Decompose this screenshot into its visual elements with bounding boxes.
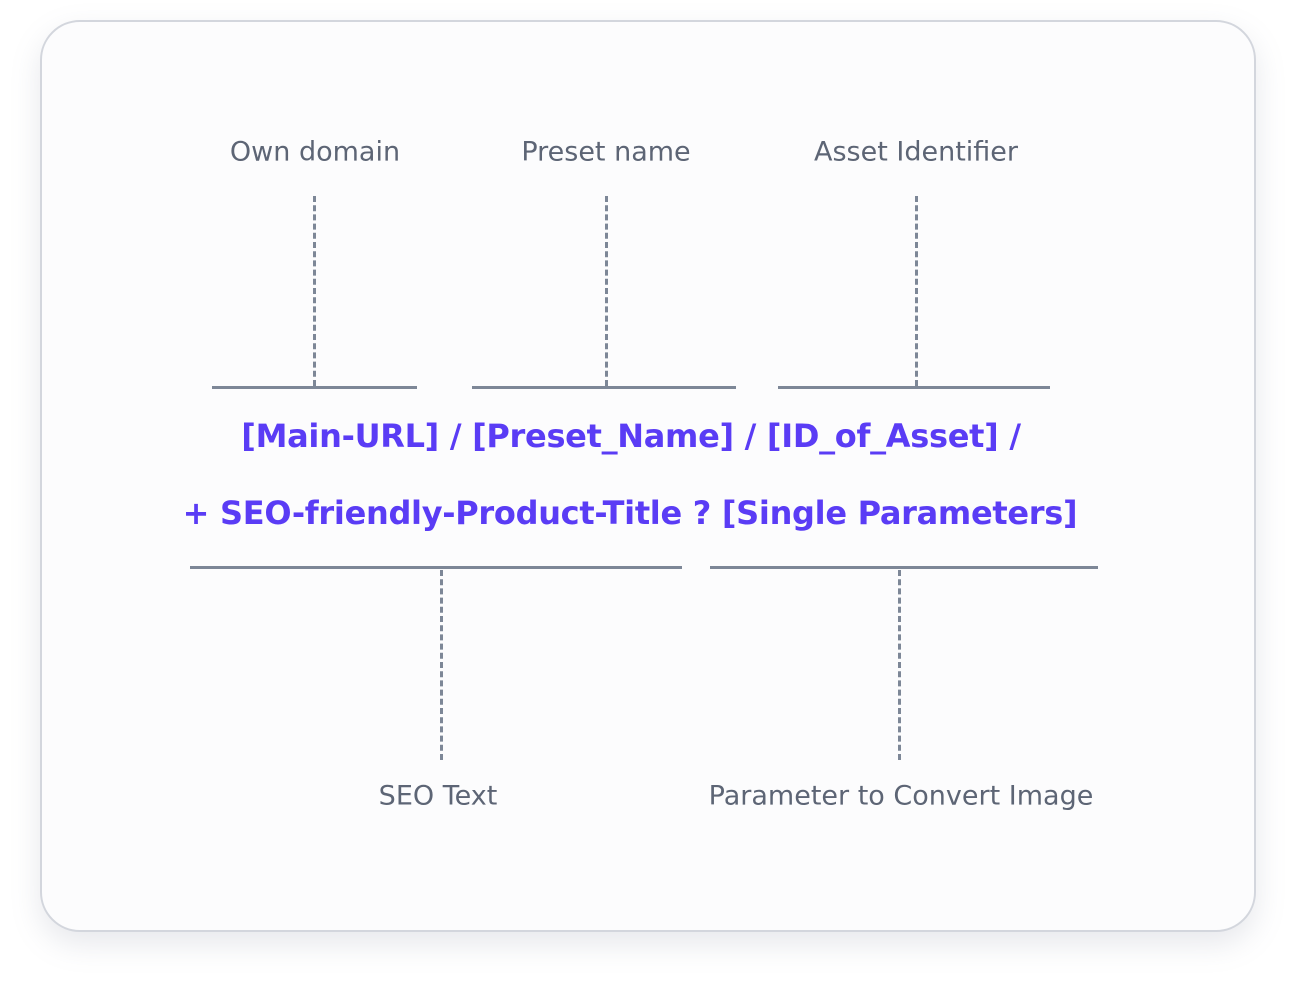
label-asset-identifier: Asset Identifier bbox=[813, 136, 1019, 168]
url-line-1: [Main-URL] / [Preset_Name] / [ID_of_Asse… bbox=[241, 417, 1021, 455]
connector-asset-identifier bbox=[915, 196, 918, 386]
url-line-2: + SEO-friendly-Product-Title ? [Single P… bbox=[182, 494, 1078, 532]
connector-parameter bbox=[898, 570, 901, 760]
diagram-card bbox=[40, 20, 1256, 932]
bracket-main-url bbox=[212, 386, 417, 389]
bracket-id-of-asset bbox=[778, 386, 1050, 389]
connector-preset-name bbox=[605, 196, 608, 386]
bracket-seo-title bbox=[190, 566, 682, 569]
bracket-preset-name bbox=[472, 386, 736, 389]
connector-own-domain bbox=[313, 196, 316, 386]
label-preset-name: Preset name bbox=[521, 136, 691, 168]
label-seo-text: SEO Text bbox=[378, 780, 498, 812]
connector-seo-text bbox=[440, 570, 443, 760]
label-own-domain: Own domain bbox=[229, 136, 401, 168]
label-parameter: Parameter to Convert Image bbox=[708, 780, 1094, 812]
bracket-parameters bbox=[710, 566, 1098, 569]
